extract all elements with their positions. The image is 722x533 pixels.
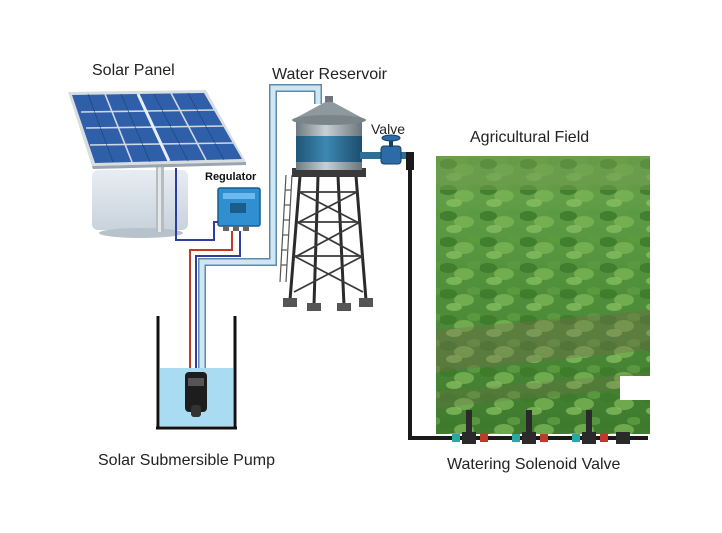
label-valve: Valve: [371, 121, 405, 137]
solar-panel-icon: [68, 90, 246, 238]
label-solenoid-valve: Watering Solenoid Valve: [447, 456, 621, 473]
regulator-box-icon: [217, 187, 261, 231]
label-solar-panel: Solar Panel: [92, 62, 175, 79]
label-submersible-pump: Solar Submersible Pump: [98, 452, 275, 469]
gate-valve-icon: [380, 134, 402, 165]
submersible-pump-icon: [185, 372, 207, 417]
label-regulator: Regulator: [205, 171, 257, 183]
field-photo: [436, 156, 650, 434]
solenoid-valve-icon: [452, 410, 630, 444]
drip-line: [408, 166, 648, 440]
label-water-reservoir: Water Reservoir: [272, 66, 387, 83]
label-agricultural-field: Agricultural Field: [470, 129, 590, 146]
power-wires: [175, 168, 241, 370]
water-pipe: [198, 84, 322, 372]
water-tower-icon: [279, 96, 373, 311]
